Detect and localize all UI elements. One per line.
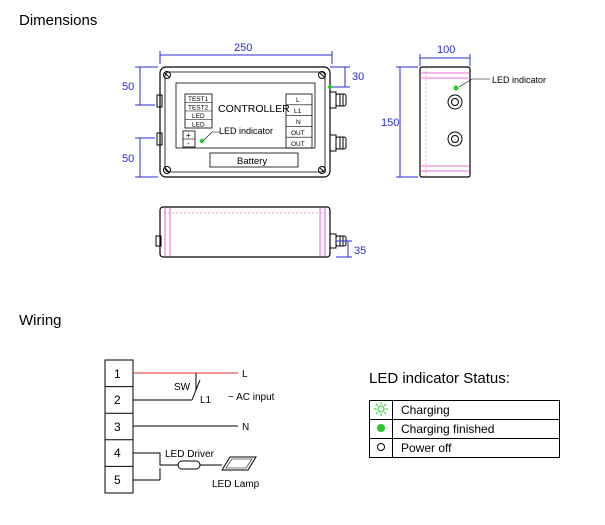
terminal-n: N bbox=[296, 119, 301, 126]
front-right-top-dimension: 30 bbox=[352, 71, 364, 83]
led-driver-label: LED Driver bbox=[165, 449, 215, 460]
switch-label: SW bbox=[174, 382, 191, 393]
side-height-dimension: 150 bbox=[381, 117, 399, 129]
table-row: Power off bbox=[369, 438, 560, 458]
terminal-5: 5 bbox=[114, 473, 121, 487]
terminal-led-1: LED bbox=[192, 113, 205, 120]
solid-green-icon bbox=[377, 423, 385, 432]
wiring-heading: Wiring bbox=[19, 312, 62, 329]
bottom-height-dimension: 35 bbox=[354, 245, 366, 257]
led-status-table: Charging Charging finished Power off bbox=[369, 400, 560, 458]
off-circle-icon bbox=[377, 442, 385, 451]
terminal-out-2: OUT bbox=[291, 141, 305, 148]
wire-label-l: L bbox=[242, 369, 248, 380]
terminal-3: 3 bbox=[114, 420, 121, 434]
front-width-dimension: 250 bbox=[234, 42, 252, 54]
terminal-test1: TEST1 bbox=[188, 96, 209, 103]
terminal-1: 1 bbox=[114, 367, 121, 381]
ac-input-label: ~ AC input bbox=[228, 392, 275, 403]
controller-title: CONTROLLER bbox=[218, 103, 290, 115]
terminal-2: 2 bbox=[114, 393, 121, 407]
front-edge-led-dot bbox=[328, 85, 332, 89]
dimensions-heading: Dimensions bbox=[19, 12, 98, 29]
front-led-dot bbox=[199, 138, 205, 144]
side-led-dot bbox=[453, 85, 459, 91]
front-left-top-dimension: 50 bbox=[122, 81, 134, 93]
wire-label-l1: L1 bbox=[200, 395, 212, 406]
side-led-label: LED indicator bbox=[492, 75, 546, 85]
polarity-plus: + bbox=[186, 131, 191, 140]
terminal-l: L bbox=[296, 97, 300, 104]
battery-label: Battery bbox=[237, 156, 267, 167]
status-finished-label: Charging finished bbox=[392, 419, 560, 439]
led-lamp-label: LED Lamp bbox=[212, 479, 260, 490]
terminal-out-1: OUT bbox=[291, 130, 305, 137]
wire-label-n: N bbox=[242, 422, 249, 433]
status-charging-label: Charging bbox=[392, 400, 560, 420]
terminal-l1: L1 bbox=[294, 108, 302, 115]
front-left-bottom-dimension: 50 bbox=[122, 153, 134, 165]
blinking-green-icon bbox=[374, 401, 388, 416]
status-power-off-label: Power off bbox=[392, 438, 560, 458]
side-width-dimension: 100 bbox=[437, 44, 455, 56]
front-led-label: LED indicator bbox=[219, 126, 273, 136]
table-row: Charging bbox=[369, 400, 560, 420]
polarity-minus: - bbox=[187, 139, 190, 148]
led-status-title: LED indicator Status: bbox=[369, 370, 510, 387]
terminal-led-2: LED bbox=[192, 122, 205, 129]
table-row: Charging finished bbox=[369, 419, 560, 439]
terminal-4: 4 bbox=[114, 446, 121, 460]
terminal-test2: TEST2 bbox=[188, 105, 209, 112]
